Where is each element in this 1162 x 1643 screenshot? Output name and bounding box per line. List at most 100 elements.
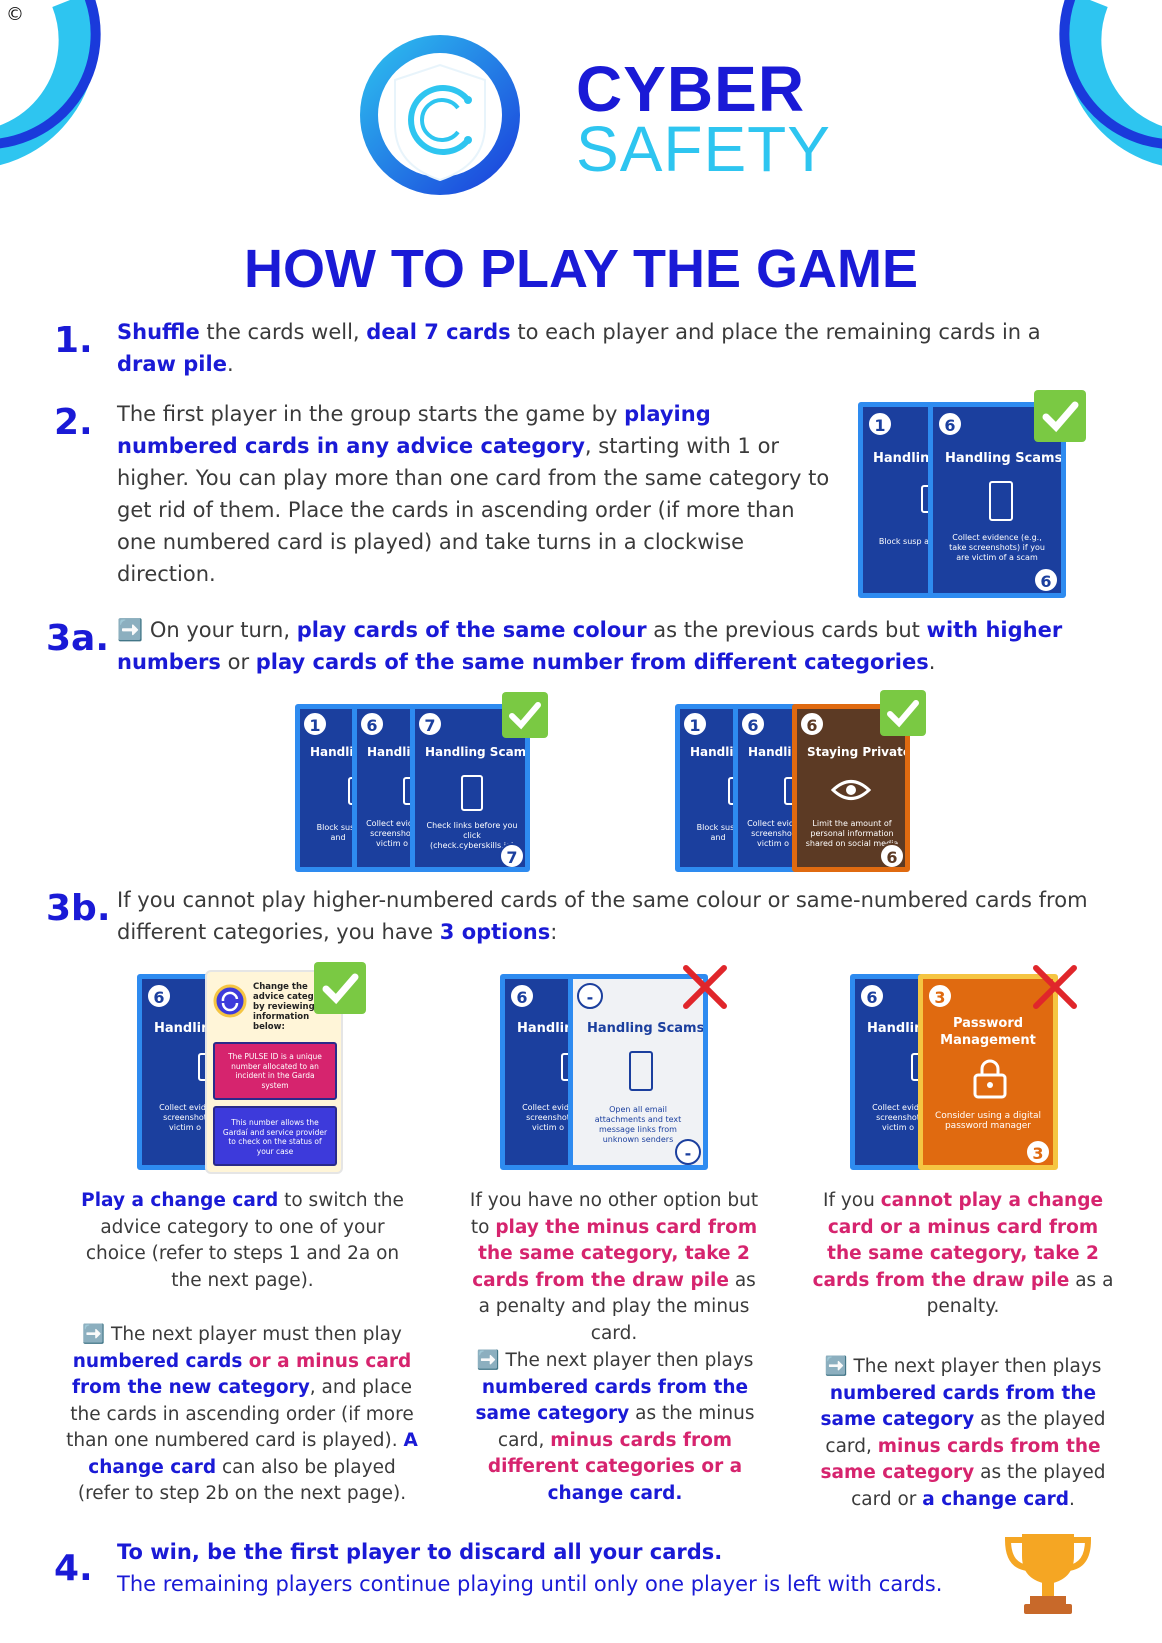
card-number-badge: 1 <box>302 711 328 737</box>
card-title: Handlin <box>154 1021 211 1036</box>
card-number-badge: 6 <box>509 983 535 1009</box>
option-3-t2: cannot play a change card or a minus car… <box>812 1190 1104 1291</box>
card-title: Handlin <box>873 451 930 466</box>
card-number-badge-bottom: 7 <box>499 843 525 867</box>
check-icon <box>1034 390 1086 442</box>
step-4-line-1: To win, be the first player to discard a… <box>117 1540 723 1564</box>
cross-icon <box>683 965 727 1009</box>
card-title: Handling Scams <box>587 1021 705 1036</box>
card-number-badge: 6 <box>799 711 825 737</box>
step-3a-t2: play cards of the same colour <box>296 618 647 642</box>
card-title: Handlin <box>310 745 363 759</box>
check-icon <box>880 690 926 736</box>
card-minus-badge: - <box>577 983 603 1009</box>
option-1-para-2: ➡️ The next player must then play number… <box>62 1322 422 1508</box>
step-2-highlight: playing numbered cards in any advice cat… <box>117 402 711 458</box>
option-3-para-2: ➡️ The next player then plays numbered c… <box>818 1354 1108 1513</box>
corner-arc-right <box>1059 0 1162 166</box>
option-2-t5: numbered cards from the same category <box>475 1376 749 1425</box>
option-1-t1: Play a change card <box>81 1190 279 1211</box>
trophy-icon <box>1004 1534 1092 1614</box>
step-2-t3: , starting with 1 or higher. You can pla… <box>117 434 830 586</box>
step-1-shuffle: Shuffle <box>117 320 200 344</box>
step-1-t4: to each player and place the remaining c… <box>510 320 1041 344</box>
page-title: HOW TO PLAY THE GAME <box>243 239 919 299</box>
card-number-badge: 6 <box>937 411 963 437</box>
step-3b-number: 3b. <box>46 888 111 929</box>
card-body: Block susp and <box>878 537 940 546</box>
option-1-t3: ➡️ The next player must then play <box>82 1324 402 1345</box>
eye-icon <box>831 780 871 800</box>
option-1-para-1: Play a change card to switch the advice … <box>70 1188 415 1294</box>
card-title: Staying Private <box>807 745 910 759</box>
step-3a-t4: with higher numbers <box>117 618 1063 674</box>
card-title: Handlin <box>867 1021 924 1036</box>
option-2-t2: play the minus card from the same catego… <box>472 1216 758 1291</box>
change-card-pink-box: The PULSE ID is a unique number allocate… <box>213 1042 337 1100</box>
option-1-t9: can also be played (refer to step 2b on … <box>77 1456 407 1505</box>
refresh-icon <box>213 984 247 1018</box>
option-2-t6: as the minus card, <box>497 1403 755 1451</box>
step-3a-t7: . <box>928 650 936 674</box>
step-1-text: Shuffle the cards well, deal 7 cards to … <box>117 316 1097 380</box>
card-body: Collect evide screenshot victim o <box>159 1103 211 1132</box>
step-1-t6: . <box>226 352 234 376</box>
step-3a-number: 3a. <box>46 618 110 659</box>
option-1-t2: to switch the advice category to one of … <box>85 1190 404 1291</box>
card-number-badge: 3 <box>927 983 953 1009</box>
card-title: Password Management <box>940 1016 1036 1048</box>
option-2-t4: ➡️ The next player then plays <box>476 1350 754 1371</box>
card-body: Collect evide screenshot victim o <box>366 819 418 848</box>
option-1-t8: A change card <box>88 1430 418 1478</box>
step-4-line-2: The remaining players continue playing u… <box>117 1572 943 1596</box>
step-1-deal: deal 7 cards <box>366 320 511 344</box>
step-2-text: The first player in the group starts the… <box>117 398 837 590</box>
option-2-para-2: ➡️ The next player then plays numbered c… <box>470 1348 760 1507</box>
option-2-t7: minus cards from different categories <box>487 1429 733 1478</box>
step-3a-text: ➡️ On your turn, play cards of the same … <box>117 614 1107 678</box>
step-1-draw-pile: draw pile <box>117 352 227 376</box>
option-1-t6: from the new category <box>71 1377 310 1398</box>
card-body: Collect evidence (e.g., take screenshots… <box>949 533 1045 562</box>
option-2-para-1: If you have no other option but to play … <box>464 1188 764 1347</box>
option-3-para-1: If you cannot play a change card or a mi… <box>808 1188 1118 1321</box>
card-title: Handling Scams <box>945 451 1063 466</box>
option-2-t9: change card. <box>547 1482 683 1504</box>
card-number-badge: 1 <box>682 711 708 737</box>
card-number-badge: 6 <box>359 711 385 737</box>
card-number-badge: 6 <box>859 983 885 1009</box>
step-3a-t5: or <box>220 650 256 674</box>
step-3b-t1: If you cannot play higher-numbered cards… <box>117 888 1088 944</box>
card-title: Handlin <box>690 745 743 759</box>
card-password-3: 3 Password Management Consider using a d… <box>918 974 1058 1170</box>
card-body: Collect evide screenshot victim o <box>872 1103 924 1132</box>
card-body: Limit the amount of personal information… <box>805 819 899 848</box>
option-3-t7: minus cards from the same category <box>820 1435 1101 1484</box>
card-number-badge-bottom: 6 <box>879 843 905 867</box>
step-1-t2: the cards well, <box>199 320 367 344</box>
card-title: Handlin <box>748 745 801 759</box>
card-number-badge: 7 <box>417 711 443 737</box>
card-title: Handlin <box>367 745 420 759</box>
check-icon <box>314 962 366 1014</box>
option-3-t1: If you <box>822 1190 881 1211</box>
card-body: Consider using a digital password manage… <box>934 1111 1041 1131</box>
phone-icon <box>461 775 483 811</box>
card-body: Collect evide screenshot victim o <box>522 1103 574 1132</box>
step-1-number: 1. <box>54 320 93 361</box>
brand-logo <box>350 30 530 200</box>
change-card-purple-box: This number allows the Gardaí and servic… <box>213 1106 337 1166</box>
card-body: Check links before you click (check.cybe… <box>426 821 518 850</box>
change-card-heading: Change the advice category by reviewing … <box>253 982 334 1032</box>
step-3b-t2: 3 options <box>439 920 551 944</box>
option-2-t3: as a penalty and play the minus card. <box>478 1269 756 1344</box>
cross-icon <box>1033 965 1077 1009</box>
card-number-badge: 1 <box>867 411 893 437</box>
card-handling-scams-minus: - Handling Scams Open all email attachme… <box>568 974 708 1170</box>
card-body: Block susp and <box>316 823 360 842</box>
lock-icon <box>973 1059 1007 1099</box>
step-2-t1: The first player in the group starts the… <box>117 402 625 426</box>
option-1-t5: or a minus card <box>242 1350 412 1372</box>
option-2-t8: or a <box>694 1456 743 1477</box>
shield-logo-icon <box>360 35 520 195</box>
